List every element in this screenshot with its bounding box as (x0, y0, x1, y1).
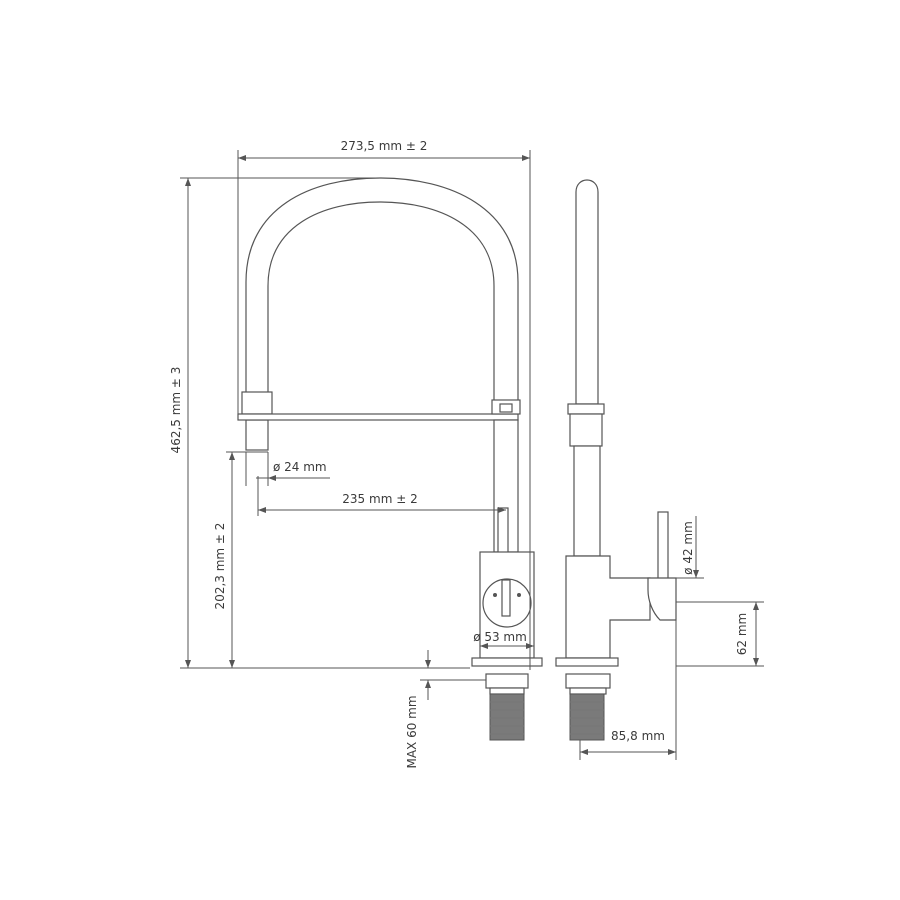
hose-arch-inner (267, 201, 495, 400)
dim-max-deck: MAX 60 mm (405, 695, 419, 768)
side-deck-flange (555, 657, 619, 667)
mounting-nut (485, 673, 529, 689)
spray-head-collar (241, 391, 273, 415)
side-thread-shank (569, 693, 605, 741)
spray-head (245, 419, 269, 451)
side-collar-top (567, 403, 605, 415)
lever-stem-overlay (501, 579, 511, 617)
dim-spout-height: 202,3 mm ± 2 (213, 523, 227, 610)
side-lever-handle (657, 511, 669, 581)
dim-depth: 85,8 mm (611, 729, 665, 743)
lever-cap-dot-right (517, 593, 521, 597)
spray-holder-bar (237, 413, 519, 421)
dim-hose-diameter: ø 24 mm (273, 460, 327, 474)
side-view (555, 179, 677, 741)
side-spout-tube (575, 179, 599, 405)
dim-reach: 235 mm ± 2 (342, 492, 417, 506)
dim-lever-diameter: ø 42 mm (681, 521, 695, 575)
mounting-washer (489, 687, 525, 695)
side-column (573, 445, 601, 557)
dim-lever-height: 62 mm (735, 613, 749, 655)
spout-clip-small (499, 403, 513, 413)
side-mounting-washer (569, 687, 607, 695)
dim-width-total: 273,5 mm ± 2 (341, 139, 428, 153)
front-dimensions: 273,5 mm ± 2 462,5 mm ± 3 202,3 mm ± 2 ø… (169, 139, 534, 769)
deck-flange (471, 657, 543, 667)
dim-base-diameter: ø 53 mm (473, 630, 527, 644)
dim-height-total: 462,5 mm ± 3 (169, 367, 183, 454)
thread-shank (489, 693, 525, 741)
side-lever-body (647, 577, 677, 621)
front-view (237, 177, 543, 741)
hose-arch-outer (245, 177, 519, 400)
side-dimensions: ø 42 mm 62 mm 85,8 mm (579, 516, 764, 760)
side-collar (569, 413, 603, 447)
lever-cap-dot-left (493, 593, 497, 597)
side-body (565, 555, 651, 659)
side-mounting-nut (565, 673, 611, 689)
